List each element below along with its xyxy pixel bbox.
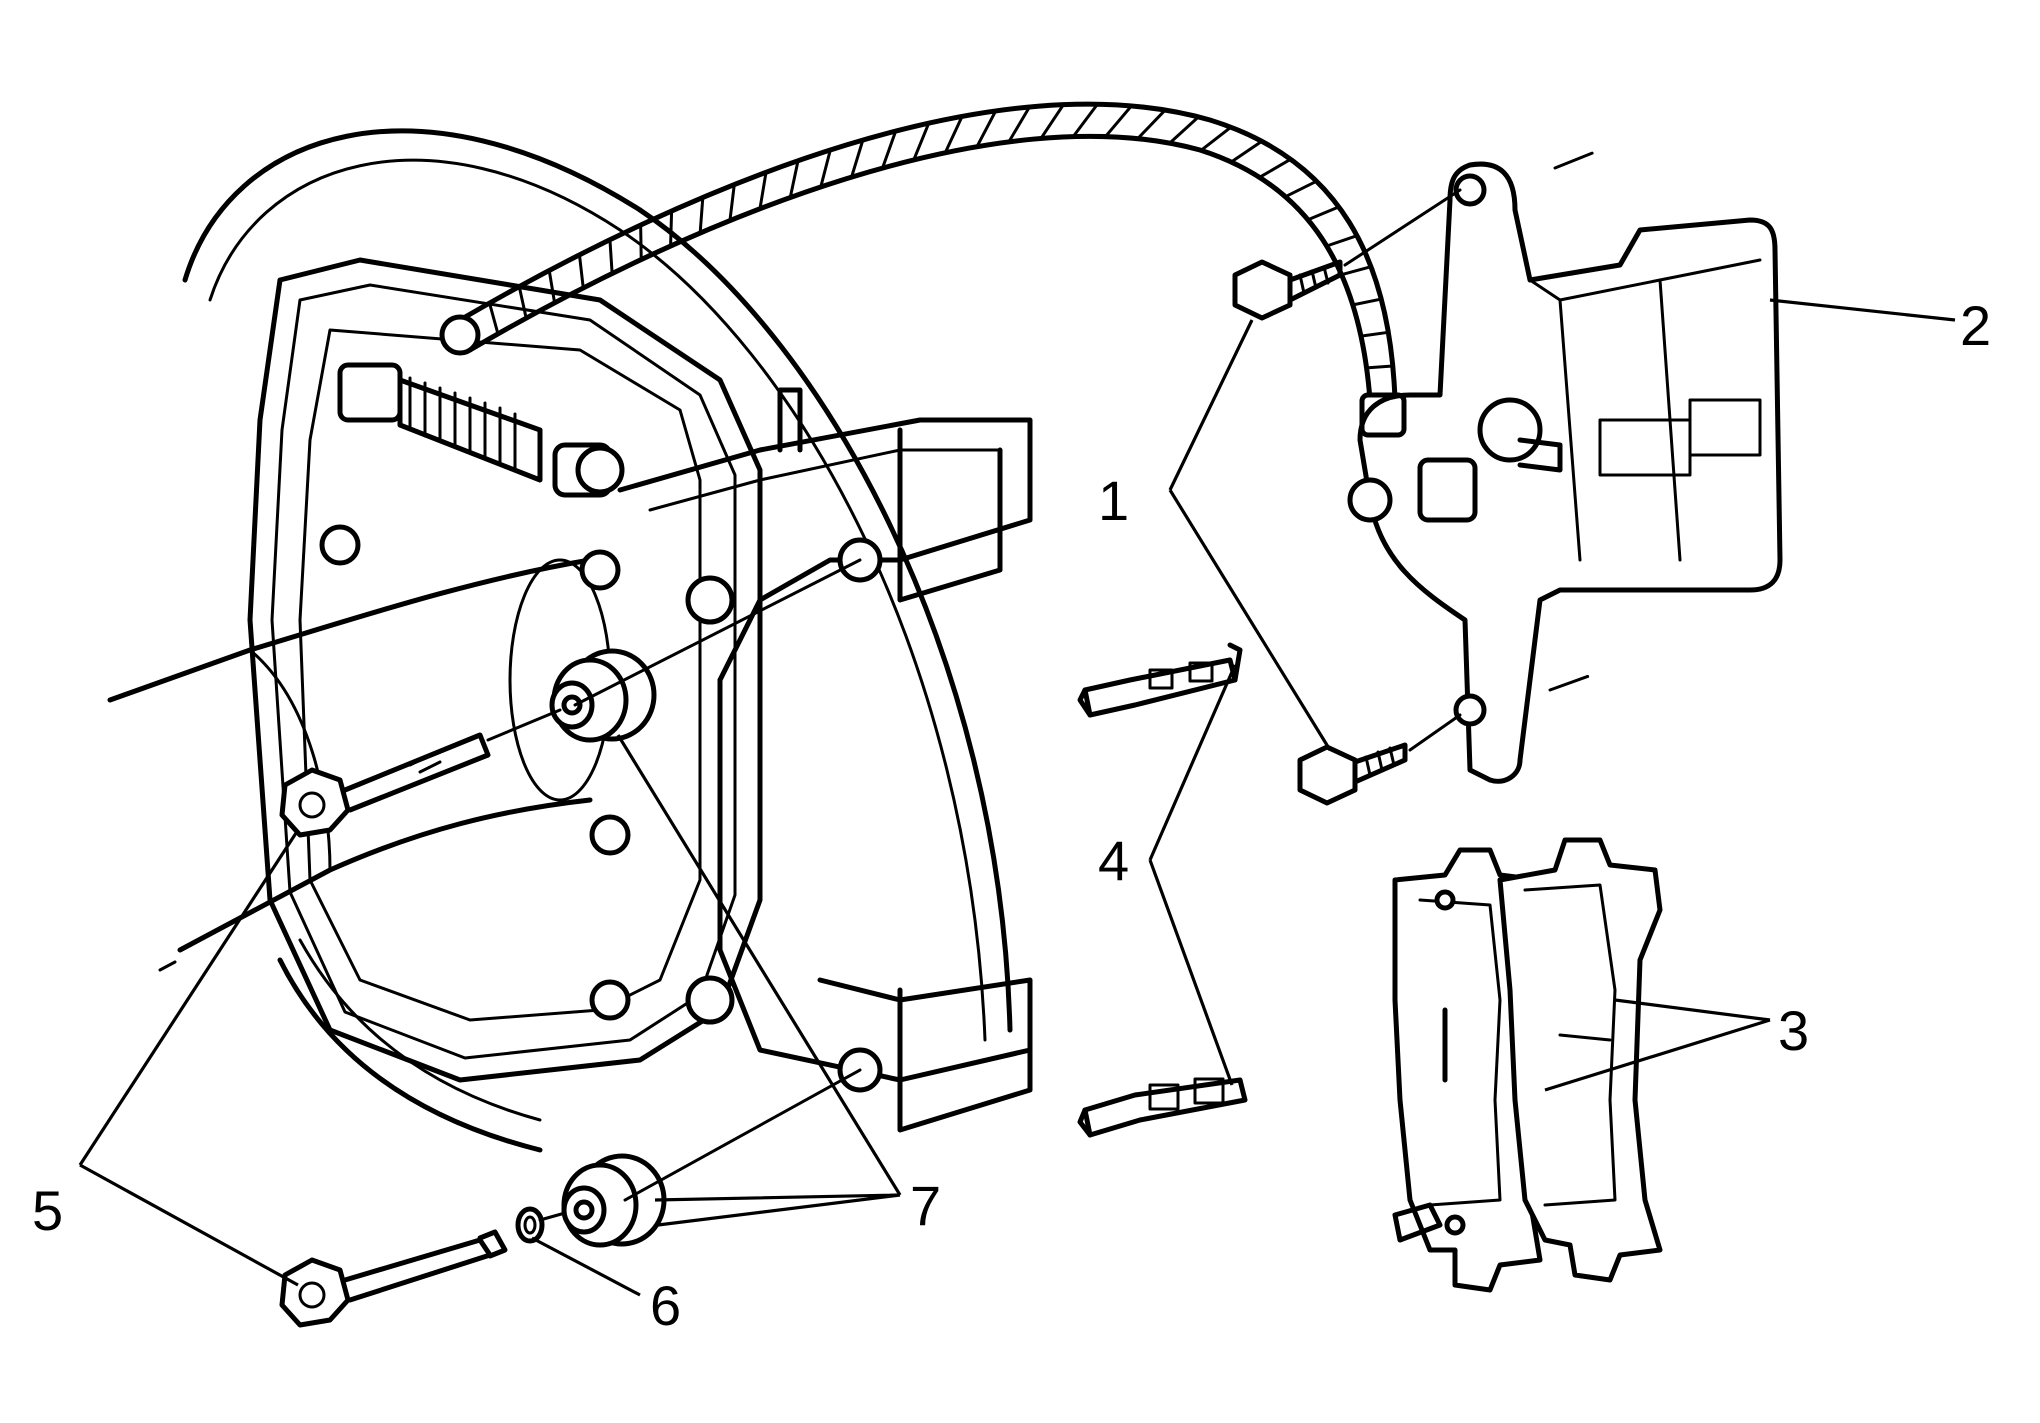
caliper-bracket: [617, 387, 1033, 1133]
hose-coil-ring: [943, 114, 964, 155]
hose-coil-ring: [639, 223, 643, 262]
brake-pad-wear-sensor: [1392, 1202, 1443, 1243]
leader-4: [1148, 664, 1237, 1086]
caliper-mounting-bolt-upper: [1232, 259, 1343, 321]
hose-coil-ring: [788, 159, 800, 200]
caliper-mounting-bolt-lower: [1297, 742, 1408, 806]
hose-coil-ring: [1258, 157, 1293, 179]
callout-5: 5: [32, 1179, 63, 1242]
leader-7: [616, 734, 902, 1227]
leader-5: [78, 829, 300, 1287]
callout-7: 7: [910, 1174, 941, 1237]
hose-coil-ring: [547, 268, 557, 305]
hose-coil-ring: [758, 170, 768, 211]
brake-pad-inner: [1497, 837, 1663, 1283]
leader-lines: [78, 298, 1956, 1297]
hose-coil-ring: [1136, 108, 1167, 141]
hose-coil-ring: [1071, 102, 1099, 139]
callout-4: 4: [1098, 829, 1129, 892]
hose-coil-ring: [517, 285, 528, 320]
hose-coil-ring: [669, 209, 674, 248]
hose-coil-ring: [1199, 125, 1233, 152]
hose-coil-ring: [1359, 330, 1390, 338]
guide-pin-boot-lower: [561, 1153, 667, 1248]
hose-coil-ring: [1340, 265, 1373, 277]
callout-3: 3: [1778, 999, 1809, 1062]
hose-coil-ring: [849, 138, 865, 179]
leader-3: [1544, 998, 1771, 1092]
brake-caliper: [1347, 161, 1783, 784]
hose-coil-ring: [1229, 139, 1264, 164]
parking-brake-spring: [337, 362, 625, 498]
callout-2: 2: [1960, 294, 1991, 357]
leader-1: [1168, 319, 1332, 751]
pad-retainer-clip-lower: [1077, 1077, 1248, 1138]
guide-pin-boot-upper: [549, 648, 657, 743]
hose-coil-ring: [488, 301, 500, 336]
hose-coil-ring: [880, 129, 898, 170]
callout-1: 1: [1098, 469, 1129, 532]
hose-coil-ring: [577, 253, 585, 290]
hose-coil-ring: [819, 148, 832, 189]
brake-rotor: [182, 128, 1013, 1153]
hose-coil-ring: [1283, 179, 1319, 199]
hose-coil-ring: [1007, 105, 1031, 144]
axle-hub: [107, 524, 631, 1021]
hose-coil-ring: [975, 109, 998, 149]
hose-coil-ring: [1306, 205, 1341, 222]
pad-retainer-clip-upper: [1077, 642, 1243, 718]
hose-coil-ring: [1325, 234, 1359, 248]
hose-coil-ring: [912, 121, 931, 162]
backing-plate: [247, 257, 763, 1083]
hose-coil-ring: [1039, 103, 1065, 140]
guide-pin-washer: [515, 1206, 545, 1244]
hose-coil-ring: [728, 183, 736, 223]
leader-2: [1769, 298, 1956, 322]
guide-pin-bolt-lower: [279, 1229, 508, 1328]
alignment-centerlines: [158, 148, 1602, 1222]
callout-6: 6: [650, 1274, 681, 1337]
leader-6: [531, 1236, 641, 1297]
guide-pin-bolt-upper: [279, 732, 491, 838]
hose-coil-ring: [1365, 364, 1395, 370]
hose-coil-ring: [1103, 104, 1133, 139]
hose-coil-ring: [608, 238, 614, 276]
hose-coil-ring: [1168, 115, 1200, 145]
hose-coil-ring: [1351, 297, 1383, 307]
hose-coil-ring: [698, 195, 705, 235]
